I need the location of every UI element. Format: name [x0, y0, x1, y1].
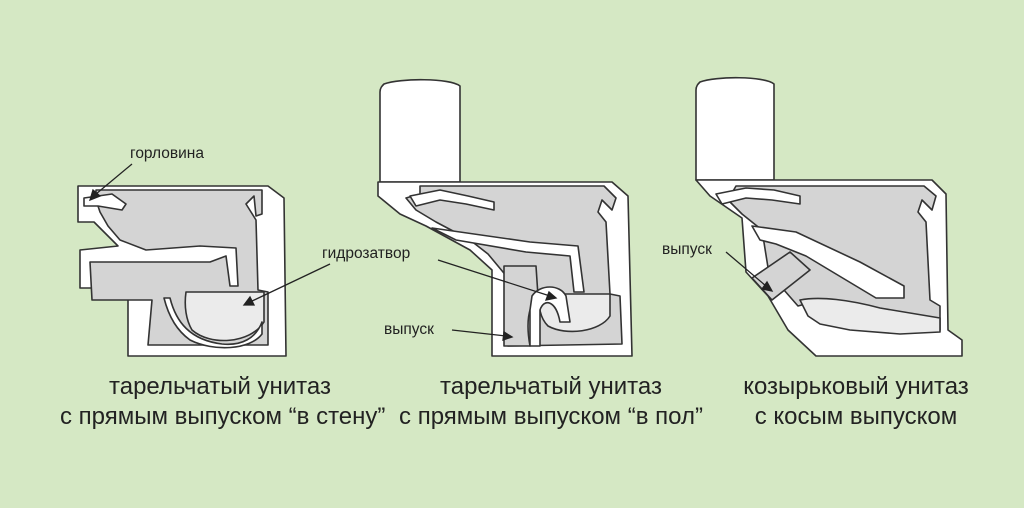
toilet-3-shelf: [751, 225, 905, 299]
label-outlet-middle: выпуск: [384, 321, 434, 338]
caption-floor-outlet: тарельчатый унитаз с прямым выпуском “в …: [386, 372, 716, 432]
toilet-1-water: [184, 291, 265, 342]
toilet-floor-outlet: [377, 78, 633, 357]
toilet-slanted-outlet: [695, 76, 963, 357]
label-neck: горловина: [130, 145, 204, 162]
caption-1-line-2: с прямым выпуском “в стену”: [60, 403, 386, 430]
toilet-1-trap: [163, 297, 263, 349]
toilet-2-trap: [529, 286, 571, 347]
toilet-3-tank: [695, 76, 775, 181]
label-water-seal: гидрозатвор: [322, 245, 410, 262]
toilet-3-rim: [715, 187, 801, 205]
leader-lines: [88, 163, 774, 341]
caption-3-line-2: с косым выпуском: [754, 403, 958, 430]
toilet-2-rim: [409, 189, 495, 211]
caption-wall-outlet: тарельчатый унитаз с прямым выпуском “в …: [60, 372, 386, 432]
toilet-3-water: [799, 297, 941, 335]
caption-1-line-1: тарельчатый унитаз: [109, 373, 331, 400]
caption-2-line-1: тарельчатый унитаз: [440, 373, 662, 400]
caption-slanted-outlet: козырьковый унитаз с косым выпуском: [716, 372, 996, 432]
toilet-2-inner-wall: [431, 227, 585, 293]
toilet-2-tank: [379, 78, 461, 183]
toilet-wall-outlet: [77, 185, 287, 357]
label-outlet-right: выпуск: [662, 241, 712, 258]
caption-2-line-2: с прямым выпуском “в пол”: [399, 403, 703, 430]
caption-3-line-1: козырьковый унитаз: [743, 373, 969, 400]
